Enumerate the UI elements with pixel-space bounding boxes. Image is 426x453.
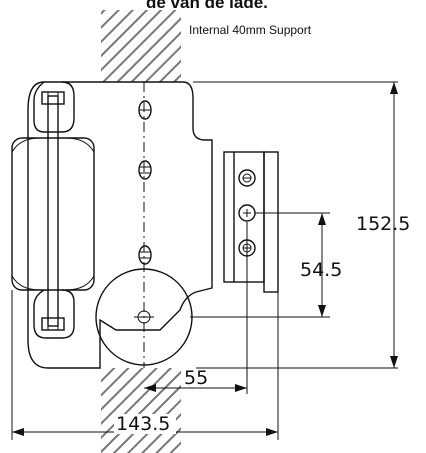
dim-roller-offset: 55 xyxy=(184,367,208,389)
pin-cap-top xyxy=(41,91,65,105)
lower-knuckle xyxy=(33,289,75,339)
hinge-pin xyxy=(47,95,59,327)
bracket-screw-1 xyxy=(238,169,256,187)
bracket-plate xyxy=(223,151,265,283)
support-hatch-lower xyxy=(101,368,181,453)
support-label: Internal 40mm Support xyxy=(189,23,312,37)
dim-bracket-offset: 54.5 xyxy=(300,259,342,281)
spring-cylinder xyxy=(11,137,95,291)
hinge-body-outline xyxy=(27,81,213,369)
bracket-screw-2 xyxy=(238,204,256,222)
pin-cap-bottom xyxy=(41,317,65,331)
mounting-hole-2 xyxy=(138,160,152,180)
caption-text: de van de lade. xyxy=(146,0,268,12)
mounting-hole-3 xyxy=(138,245,152,265)
dim-width-total: 143.5 xyxy=(116,413,170,435)
upper-knuckle xyxy=(33,81,75,133)
mounting-hole-1 xyxy=(138,100,152,120)
bracket-back xyxy=(263,151,279,293)
support-hatch-upper xyxy=(101,10,181,82)
dim-height-total: 152.5 xyxy=(356,213,410,235)
